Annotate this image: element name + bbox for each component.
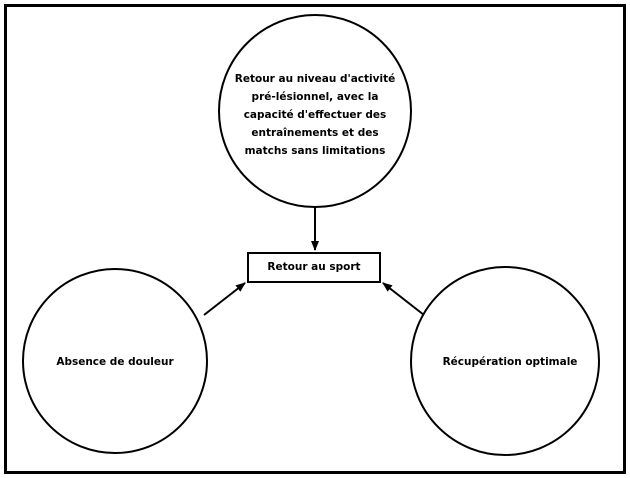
node-right-circle	[410, 266, 600, 456]
arrow-right-to-center	[382, 282, 425, 316]
outer-frame	[4, 4, 626, 474]
node-top-label: Retour au niveau d'activité pré-lésionne…	[234, 73, 396, 157]
arrow-left-to-center	[203, 282, 246, 316]
node-left-circle	[22, 268, 208, 454]
node-left-label: Absence de douleur	[56, 356, 174, 368]
node-center-box	[247, 252, 381, 283]
node-center-label: Retour au sport	[267, 261, 361, 273]
node-right-label: Récupération optimale	[442, 356, 578, 368]
